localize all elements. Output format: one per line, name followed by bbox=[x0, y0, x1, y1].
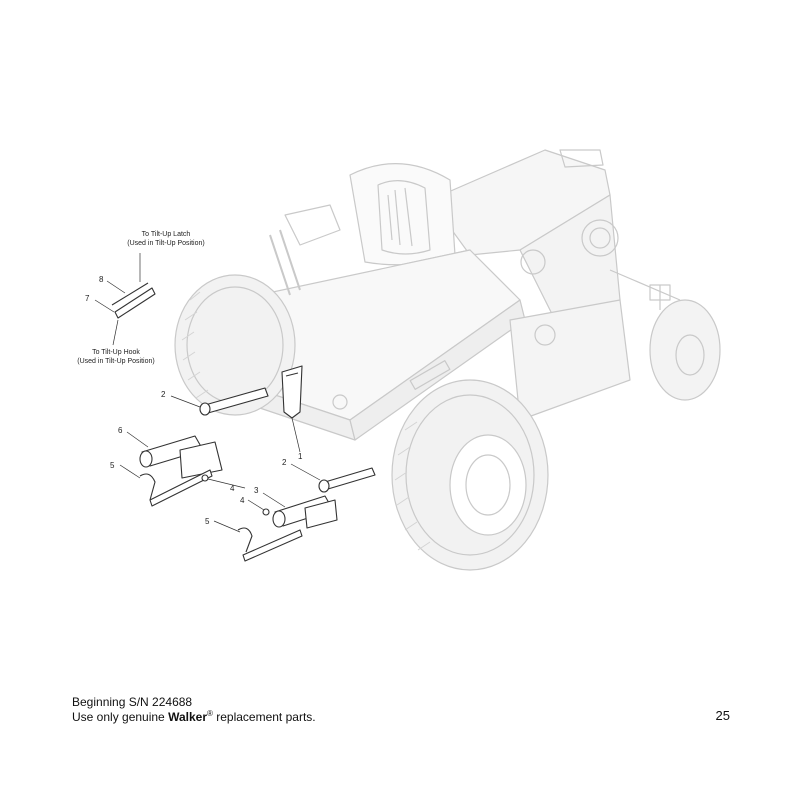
callout-5-upper: 5 bbox=[110, 461, 115, 470]
callout-2-upper: 2 bbox=[161, 390, 166, 399]
callout-4-upper: 4 bbox=[230, 484, 235, 493]
page-number: 25 bbox=[715, 708, 730, 723]
tilt-up-hook-note-line2: (Used in Tilt-Up Position) bbox=[77, 358, 155, 365]
hitch-parts bbox=[111, 282, 376, 562]
serial-number-text: Beginning S/N 224688 bbox=[72, 695, 193, 709]
tilt-up-latch-note-line2: (Used in Tilt-Up Position) bbox=[127, 240, 205, 247]
brand-name: Walker bbox=[168, 710, 207, 724]
registered-mark: ® bbox=[206, 709, 213, 718]
mower-tractor-illustration bbox=[174, 149, 721, 571]
genuine-parts-notice: Use only genuine Walker® replacement par… bbox=[72, 709, 316, 725]
notice-prefix: Use only genuine bbox=[72, 710, 169, 724]
leader-lines bbox=[94, 253, 321, 533]
tilt-up-hook-note: To Tilt-Up Hook (Used in Tilt-Up Positio… bbox=[68, 348, 164, 366]
callout-1: 1 bbox=[298, 452, 303, 461]
callout-4-lower: 4 bbox=[240, 496, 245, 505]
tilt-up-latch-note-line1: To Tilt-Up Latch bbox=[141, 231, 191, 238]
callout-2-right: 2 bbox=[282, 458, 287, 467]
callout-5-lower: 5 bbox=[205, 517, 210, 526]
callout-8: 8 bbox=[99, 275, 104, 284]
tilt-up-hook-note-line1: To Tilt-Up Hook bbox=[92, 349, 140, 356]
callout-7: 7 bbox=[85, 294, 90, 303]
callout-3: 3 bbox=[254, 486, 259, 495]
callout-6: 6 bbox=[118, 426, 123, 435]
notice-suffix: replacement parts. bbox=[212, 710, 316, 724]
tilt-up-latch-note: To Tilt-Up Latch (Used in Tilt-Up Positi… bbox=[118, 230, 214, 248]
